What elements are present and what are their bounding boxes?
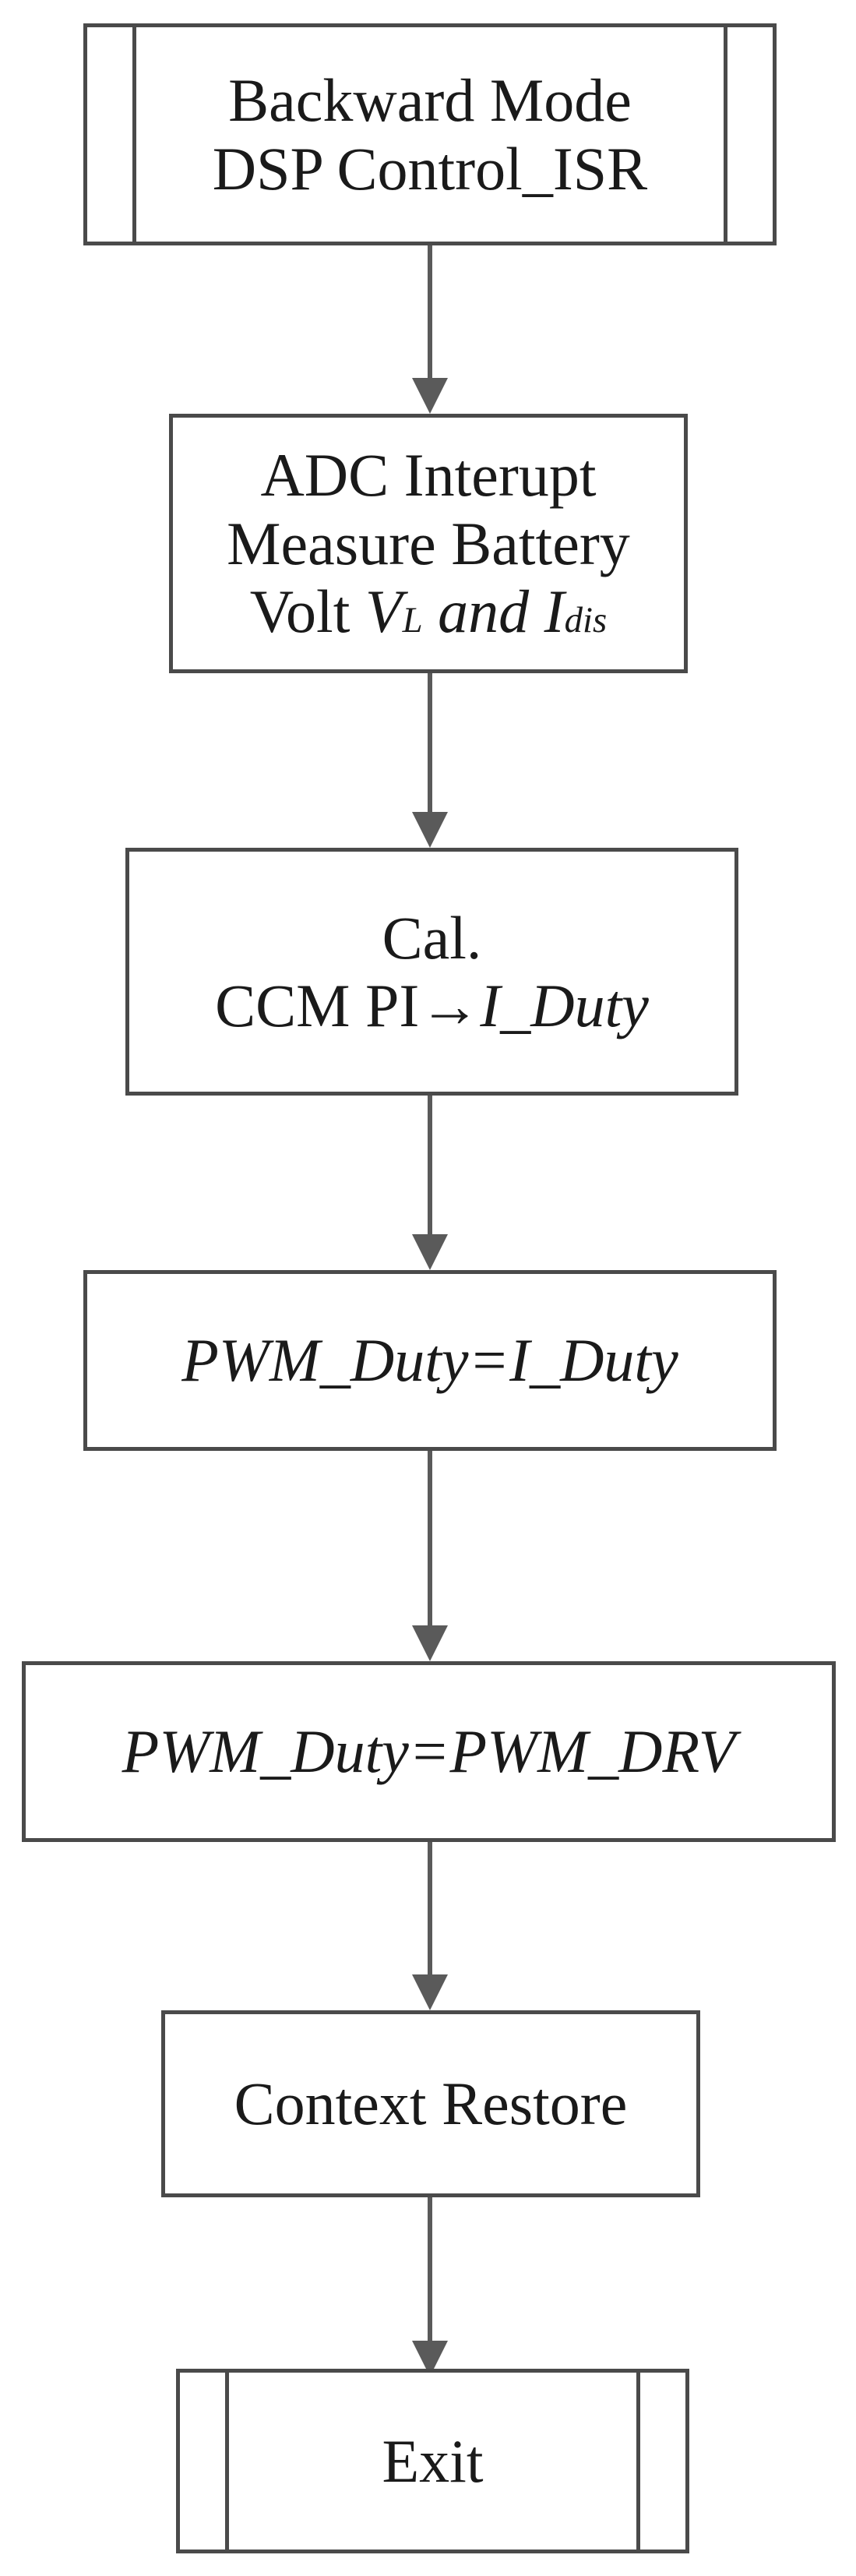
adc-label-line2: Measure Battery: [227, 509, 630, 577]
adc-volt-text: Volt: [249, 577, 365, 646]
exit-process-box: Exit: [176, 2369, 689, 2553]
calc-result-text: I_Duty: [480, 972, 649, 1039]
current-subscript: dis: [564, 600, 608, 641]
adc-label-line1: ADC Interupt: [260, 441, 597, 510]
calc-label-line1: Cal.: [382, 903, 482, 972]
exit-left-bar: [225, 2373, 229, 2550]
exit-label: Exit: [382, 2426, 484, 2495]
adc-label-line3: Volt VL and Idis: [250, 577, 607, 645]
start-process-box: Backward Mode DSP Control_ISR: [83, 23, 777, 245]
calc-pi-box: Cal. CCM PI→I_Duty: [125, 848, 738, 1096]
assign-drv-box: PWM_Duty=PWM_DRV: [22, 1661, 836, 1842]
context-restore-label: Context Restore: [234, 2070, 628, 2138]
adc-measure-box: ADC Interupt Measure Battery Volt VL and…: [169, 414, 688, 673]
assign-duty-label: PWM_Duty=I_Duty: [181, 1326, 678, 1395]
calc-ccm-text: CCM PI: [215, 972, 420, 1039]
voltage-symbol: V: [365, 577, 403, 646]
start-label-line2: DSP Control_ISR: [212, 134, 648, 203]
context-restore-box: Context Restore: [161, 2010, 700, 2197]
assign-drv-label: PWM_Duty=PWM_DRV: [122, 1717, 736, 1786]
calc-arrow-glyph: →: [419, 972, 481, 1039]
adc-and-text: and: [422, 577, 544, 646]
calc-label-line2: CCM PI→I_Duty: [215, 972, 649, 1039]
start-label-line1: Backward Mode: [228, 66, 632, 135]
current-symbol: I: [544, 577, 565, 646]
start-right-bar: [724, 27, 727, 242]
voltage-subscript: L: [402, 600, 423, 641]
assign-duty-box: PWM_Duty=I_Duty: [83, 1270, 777, 1451]
exit-right-bar: [636, 2373, 640, 2550]
start-left-bar: [132, 27, 136, 242]
